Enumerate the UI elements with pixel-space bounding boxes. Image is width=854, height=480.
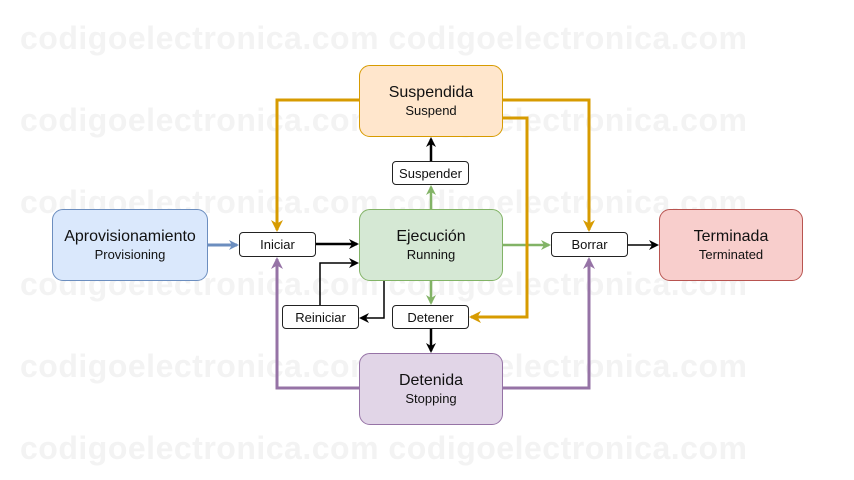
state-subtitle: Running xyxy=(406,247,456,262)
action-suspend[interactable]: Suspender xyxy=(392,161,469,185)
state-title: Terminada xyxy=(693,228,769,245)
action-restart[interactable]: Reiniciar xyxy=(282,305,359,329)
state-title: Aprovisionamiento xyxy=(64,228,196,245)
state-subtitle: Stopping xyxy=(405,391,457,406)
state-provisioning[interactable]: Aprovisionamiento Provisioning xyxy=(52,209,208,281)
edge-running-to-restart xyxy=(359,281,385,323)
state-suspend[interactable]: Suspendida Suspend xyxy=(359,65,503,137)
state-terminated[interactable]: Terminada Terminated xyxy=(659,209,803,281)
action-delete[interactable]: Borrar xyxy=(551,232,628,257)
state-subtitle: Provisioning xyxy=(94,247,166,262)
state-title: Ejecución xyxy=(396,228,466,245)
action-stop[interactable]: Detener xyxy=(392,305,469,329)
state-subtitle: Terminated xyxy=(698,247,764,262)
state-stopping[interactable]: Detenida Stopping xyxy=(359,353,503,425)
edge-restart-to-running xyxy=(319,258,359,305)
edge-suspend-to-stop-action xyxy=(469,116,529,323)
edge-stopping-to-start xyxy=(271,257,359,390)
edge-stopping-to-delete xyxy=(503,257,595,390)
edge-suspend-to-delete xyxy=(503,98,595,232)
edge-suspend-to-start xyxy=(271,98,359,232)
action-start[interactable]: Iniciar xyxy=(239,232,316,257)
state-title: Detenida xyxy=(398,372,464,389)
state-title: Suspendida xyxy=(388,84,474,101)
state-running[interactable]: Ejecución Running xyxy=(359,209,503,281)
state-subtitle: Suspend xyxy=(405,103,457,118)
